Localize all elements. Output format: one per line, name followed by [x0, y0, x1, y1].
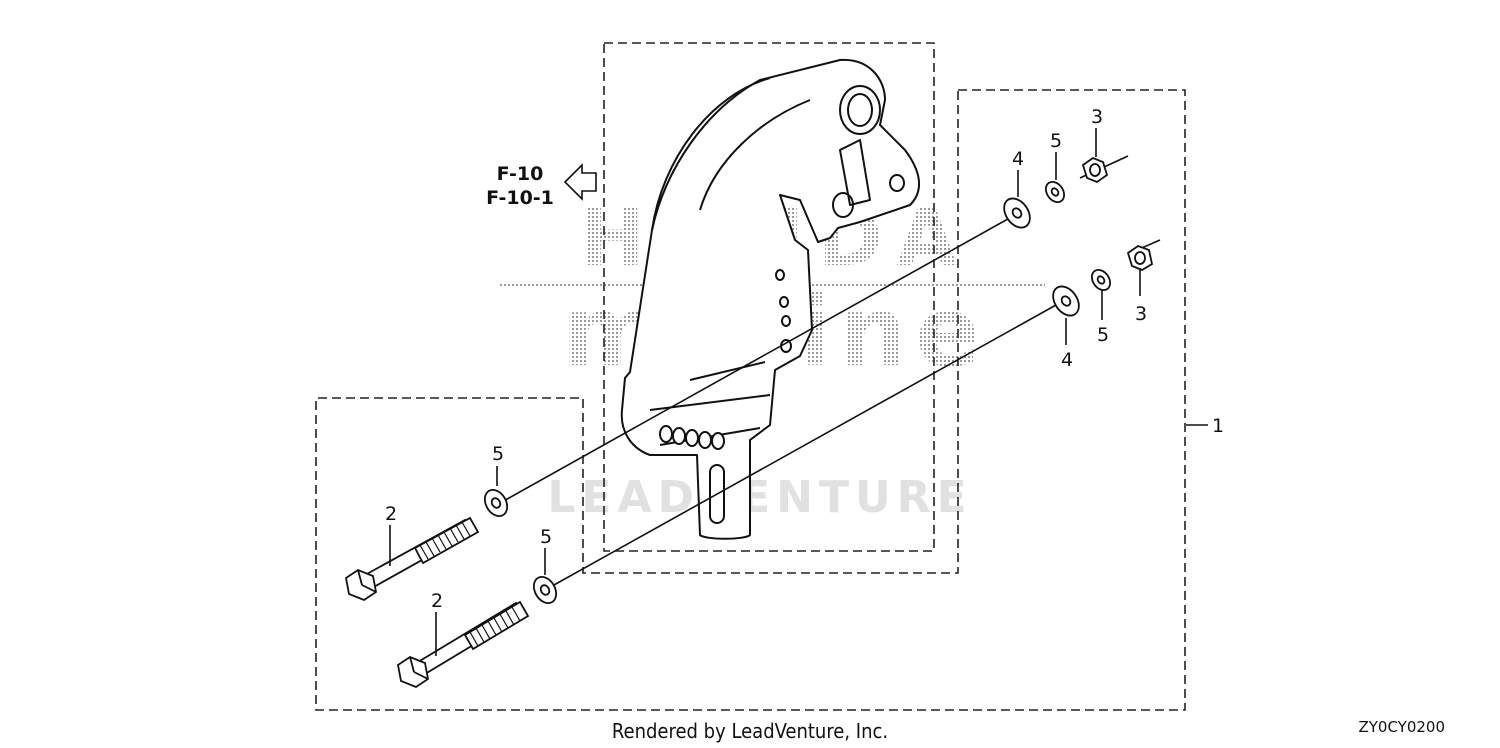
- callout-1: 1: [1212, 415, 1224, 437]
- callouts: 1 2 2 3 3 4 4 5 5 5 5: [385, 106, 1224, 612]
- callout-leaders: [389, 128, 1208, 656]
- bolt-lower: [397, 600, 530, 689]
- callout-5-left-lower: 5: [540, 526, 552, 548]
- callout-4-lower: 4: [1061, 349, 1073, 371]
- washer-4-lower: [1052, 285, 1080, 317]
- nut-3-lower: [1126, 244, 1154, 272]
- callout-5-left-upper: 5: [492, 443, 504, 465]
- callout-5-right-lower: 5: [1097, 324, 1109, 346]
- callout-3-upper: 3: [1091, 106, 1103, 128]
- diagram-code: ZY0CY0200: [1358, 718, 1445, 736]
- washer-5-left-upper: [483, 488, 509, 518]
- nut-3-upper: [1081, 156, 1109, 184]
- bracket-part: [620, 58, 921, 540]
- callout-3-lower: 3: [1135, 303, 1147, 325]
- reference-f10-1[interactable]: F-10-1: [486, 187, 554, 209]
- arrow-left-icon: [563, 163, 597, 201]
- callout-2-lower: 2: [431, 590, 443, 612]
- reference-f10[interactable]: F-10: [497, 163, 544, 185]
- callout-4-upper: 4: [1012, 148, 1024, 170]
- reference-link[interactable]: F-10 F-10-1: [486, 163, 597, 209]
- washer-5-left-lower: [532, 575, 558, 605]
- group-boxes: [315, 42, 1186, 711]
- kit-box: [315, 89, 1186, 711]
- callout-2-upper: 2: [385, 503, 397, 525]
- bracket-box: [603, 42, 935, 552]
- watermark-leadventure: LEADVENTURE: [547, 472, 972, 523]
- washer-5-right-lower: [1091, 268, 1111, 292]
- washer-4-upper: [1003, 197, 1031, 229]
- bolt-upper: [345, 516, 480, 602]
- footer-credit: Rendered by LeadVenture, Inc.: [612, 719, 888, 743]
- callout-5-right-upper: 5: [1050, 130, 1062, 152]
- washer-5-right-upper: [1045, 180, 1065, 204]
